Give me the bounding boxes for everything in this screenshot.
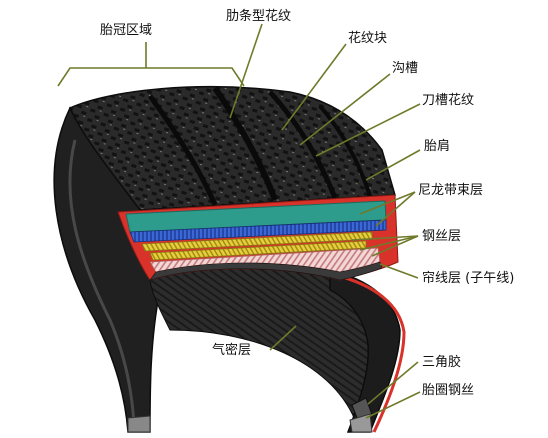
sidewall-shine	[68, 139, 136, 426]
circumferential-groove	[147, 94, 218, 206]
inner-liner-layer	[149, 261, 383, 281]
label-sipe-pattern: 刀槽花纹	[422, 92, 474, 108]
labels: 胎冠区域 肋条型花纹 花纹块 沟槽 刀槽花纹 胎肩 尼龙带束层 钢丝层 帘线层 …	[100, 8, 514, 398]
label-groove: 沟槽	[392, 61, 418, 76]
label-nylon-cap-ply: 尼龙带束层	[418, 183, 483, 198]
bead-leader	[365, 391, 421, 419]
label-inner-liner: 气密层	[212, 342, 251, 358]
sipe-leader	[315, 103, 421, 157]
groove-leader	[299, 73, 391, 146]
label-tread-block: 花纹块	[348, 30, 387, 46]
sidewall-left	[53, 106, 161, 433]
circumferential-groove	[318, 104, 372, 197]
label-bead-wire: 胎圈钢丝	[422, 383, 474, 398]
rib-leader	[229, 23, 263, 119]
label-shoulder: 胎肩	[424, 138, 450, 154]
outer-layer-cut-edge	[334, 273, 406, 433]
leader-lines	[57, 23, 421, 419]
circumferential-groove	[268, 90, 338, 199]
tire-body	[53, 86, 406, 433]
crown-bracket	[57, 67, 245, 87]
label-radial-ply: 帘线层 (子午线)	[422, 270, 514, 286]
circumferential-groove	[212, 86, 278, 202]
nylon-leader-2	[375, 191, 416, 227]
steel-leader-1	[351, 235, 419, 241]
label-apex: 三角胶	[422, 354, 461, 370]
block-leader	[281, 43, 347, 131]
nylon-leader-1	[359, 191, 416, 215]
shoulder-leader	[365, 149, 421, 181]
nylon-cap-blue	[129, 219, 387, 243]
label-steel-belt: 钢丝层	[422, 229, 461, 244]
label-rib-pattern: 肋条型花纹	[226, 8, 291, 24]
liner-leader	[269, 325, 297, 351]
steel-leader-3	[371, 235, 419, 257]
ply-leader	[379, 263, 419, 279]
apex-leader	[367, 361, 419, 405]
left-bead	[127, 415, 151, 433]
label-crown-zone: 胎冠区域	[100, 23, 152, 38]
steel-leader-2	[359, 235, 419, 251]
